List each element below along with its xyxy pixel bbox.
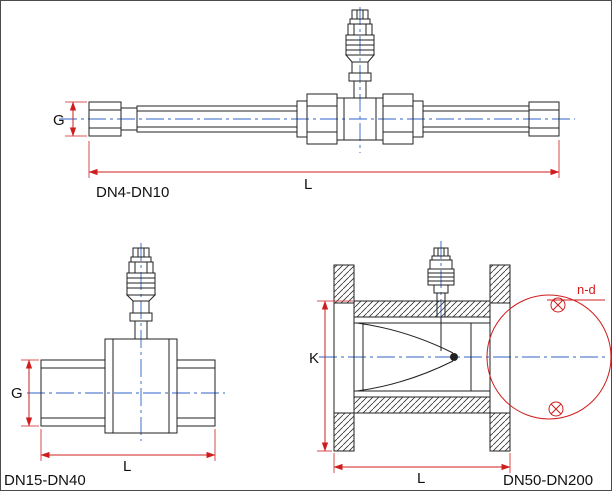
caption-dn50-dn200: DN50-DN200 (503, 472, 593, 489)
view-dn4-dn10: G L DN4-DN10 (53, 7, 575, 201)
dim-label-k: K (309, 350, 319, 367)
sensor-pickup (344, 9, 376, 99)
dimension-l-right: L (333, 453, 511, 487)
dimension-g-left: G (11, 359, 39, 427)
dim-label-l-left: L (123, 458, 131, 475)
bolt-circle-annotation: n-d (486, 282, 611, 420)
dimension-l-top: L (88, 140, 560, 193)
meter-body (40, 338, 216, 434)
dim-label-g-top: G (53, 112, 65, 129)
sensor-pickup (427, 247, 455, 318)
dimension-g-top: G (53, 101, 87, 137)
view-dn50-dn200: n-d K L DN50-DN200 (309, 241, 611, 489)
dim-label-l-right: L (417, 470, 425, 487)
dimension-l-left: L (40, 429, 216, 475)
dim-label-l-top: L (304, 176, 312, 193)
bolt-hole-bottom (548, 401, 564, 417)
flanges (333, 264, 511, 452)
dimension-k: K (309, 300, 353, 452)
meter-body (353, 300, 491, 414)
caption-dn4-dn10: DN4-DN10 (96, 184, 169, 201)
caption-dn15-dn40: DN15-DN40 (4, 472, 86, 489)
dim-label-g-left: G (11, 385, 23, 402)
meter-body (88, 93, 560, 145)
dim-label-n-d: n-d (577, 282, 596, 297)
turbine-bearing (450, 353, 458, 361)
flange-circle (486, 294, 611, 420)
bolt-hole-top (550, 297, 566, 313)
view-dn15-dn40: G L DN15-DN40 (4, 243, 225, 489)
